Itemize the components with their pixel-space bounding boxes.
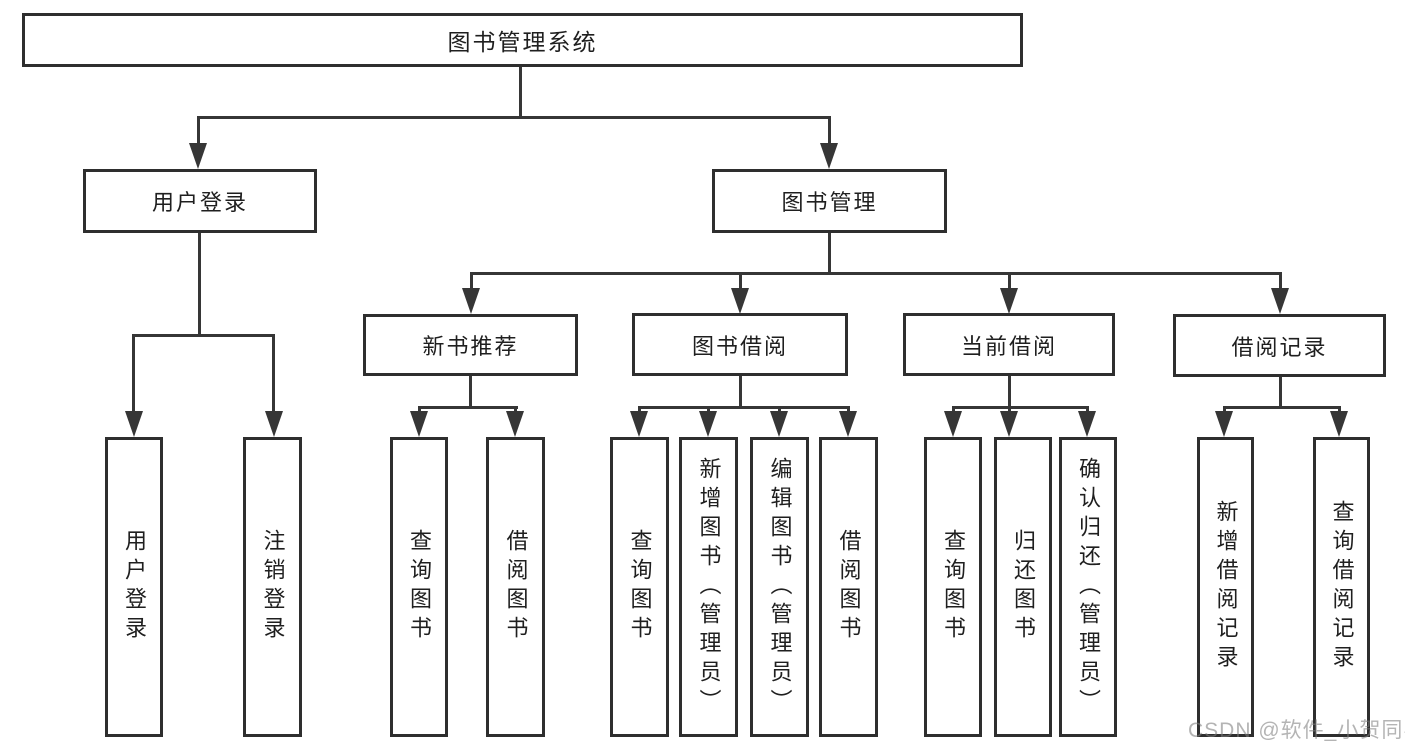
- leaf-confirm-return-admin: 确认归还（管理员）: [1059, 437, 1117, 737]
- leaf-query-books-current: 查询图书: [924, 437, 982, 737]
- connector-line: [470, 272, 1282, 275]
- connector-line: [132, 334, 135, 414]
- connector-line: [519, 67, 522, 118]
- leaf-return-book: 归还图书: [994, 437, 1052, 737]
- arrowhead-down: [189, 143, 207, 169]
- arrowhead-down: [1078, 411, 1096, 437]
- leaf-add-borrow-record: 新增借阅记录: [1197, 437, 1254, 737]
- connector-line: [739, 375, 742, 408]
- arrowhead-down: [1330, 411, 1348, 437]
- connector-line: [1279, 376, 1282, 408]
- leaf-edit-book-admin: 编辑图书（管理员）: [750, 437, 809, 737]
- node-borrowing-records: 借阅记录: [1173, 314, 1386, 377]
- connector-line: [1008, 272, 1011, 290]
- arrowhead-down: [839, 411, 857, 437]
- arrowhead-down: [410, 411, 428, 437]
- arrowhead-down: [820, 143, 838, 169]
- connector-line: [638, 406, 850, 409]
- connector-line: [272, 334, 275, 414]
- leaf-user-login: 用户登录: [105, 437, 163, 737]
- arrowhead-down: [770, 411, 788, 437]
- node-book-borrowing: 图书借阅: [632, 313, 848, 376]
- arrowhead-down: [731, 288, 749, 314]
- connector-line: [132, 334, 275, 337]
- connector-line: [418, 406, 518, 409]
- connector-line: [1223, 406, 1341, 409]
- leaf-logout: 注销登录: [243, 437, 302, 737]
- leaf-add-book-admin: 新增图书（管理员）: [679, 437, 738, 737]
- arrowhead-down: [1215, 411, 1233, 437]
- connector-line: [197, 116, 200, 146]
- connector-line: [739, 272, 742, 290]
- leaf-borrow-books: 借阅图书: [819, 437, 878, 737]
- node-user-login: 用户登录: [83, 169, 317, 233]
- leaf-query-books-borrow: 查询图书: [610, 437, 669, 737]
- connector-line: [828, 232, 831, 274]
- node-book-management: 图书管理: [712, 169, 947, 233]
- connector-line: [470, 272, 473, 290]
- node-library-management-system: 图书管理系统: [22, 13, 1023, 67]
- arrowhead-down: [699, 411, 717, 437]
- leaf-borrow-books-recommend: 借阅图书: [486, 437, 545, 737]
- connector-line: [197, 116, 831, 119]
- arrowhead-down: [125, 411, 143, 437]
- connector-line: [828, 116, 831, 146]
- connector-line: [1008, 375, 1011, 408]
- connector-line: [198, 232, 201, 336]
- arrowhead-down: [1000, 411, 1018, 437]
- connector-line: [469, 375, 472, 408]
- node-new-book-recommendation: 新书推荐: [363, 314, 578, 376]
- arrowhead-down: [1000, 288, 1018, 314]
- leaf-query-books-recommend: 查询图书: [390, 437, 448, 737]
- arrowhead-down: [630, 411, 648, 437]
- connector-line: [1279, 272, 1282, 290]
- arrowhead-down: [1271, 288, 1289, 314]
- arrowhead-down: [506, 411, 524, 437]
- node-current-borrowing: 当前借阅: [903, 313, 1115, 376]
- connector-line: [952, 406, 1089, 409]
- csdn-watermark: CSDN @软件_小贺同学: [1188, 719, 1405, 742]
- arrowhead-down: [944, 411, 962, 437]
- arrowhead-down: [265, 411, 283, 437]
- arrowhead-down: [462, 288, 480, 314]
- leaf-query-borrow-record: 查询借阅记录: [1313, 437, 1370, 737]
